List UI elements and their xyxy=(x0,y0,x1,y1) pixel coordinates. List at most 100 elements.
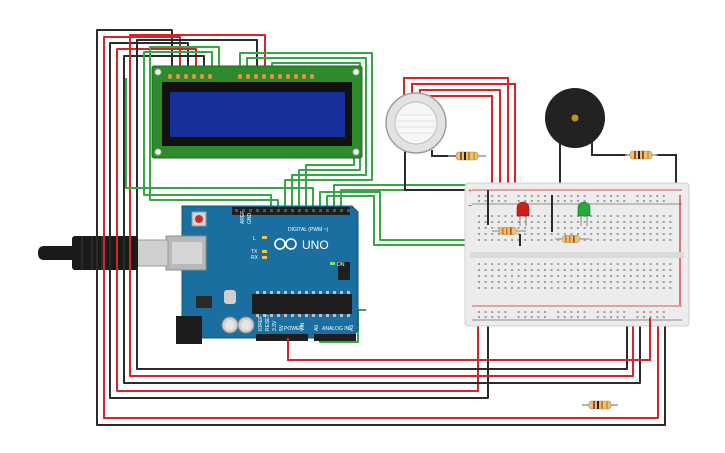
breadboard-hole xyxy=(616,233,619,235)
resistor[interactable] xyxy=(582,400,618,410)
lcd-pin xyxy=(309,73,315,80)
breadboard[interactable]: + − xyxy=(464,182,690,327)
breadboard-hole xyxy=(577,275,579,277)
breadboard-hole xyxy=(596,227,599,229)
lcd-pin xyxy=(167,73,173,80)
gas-sensor[interactable] xyxy=(385,77,516,195)
breadboard-hole xyxy=(491,281,494,283)
header-pin xyxy=(312,209,315,212)
lcd-pin xyxy=(199,73,205,80)
breadboard-holes xyxy=(478,195,672,318)
resistor[interactable] xyxy=(492,227,526,235)
lcd-pin xyxy=(261,73,267,80)
breadboard-hole xyxy=(636,221,639,223)
wire-green[interactable] xyxy=(239,52,373,210)
wire-black[interactable] xyxy=(123,55,641,384)
breadboard-hole xyxy=(511,281,513,283)
breadboard-hole xyxy=(596,263,599,265)
red-led[interactable] xyxy=(516,201,530,226)
breadboard-hole xyxy=(629,215,632,217)
breadboard-hole xyxy=(636,281,639,283)
resistor[interactable] xyxy=(448,151,486,161)
breadboard-hole xyxy=(583,233,586,235)
breadboard-hole xyxy=(649,239,652,241)
rail-hole xyxy=(583,195,586,197)
chip-pin xyxy=(263,314,266,317)
rail-hole xyxy=(524,200,527,202)
wire-green[interactable] xyxy=(246,57,367,210)
chip-pin xyxy=(256,314,259,317)
rail-hole xyxy=(610,311,612,313)
piezo-buzzer[interactable] xyxy=(545,88,677,185)
chip-pin xyxy=(340,314,343,317)
tx-label: TX xyxy=(251,249,258,255)
regulator xyxy=(196,296,212,308)
rail-hole xyxy=(544,200,546,202)
rail-hole xyxy=(557,316,560,318)
wire-green[interactable] xyxy=(143,51,272,210)
lcd-pin xyxy=(191,73,197,80)
breadboard-hole xyxy=(616,221,619,223)
wire-red[interactable] xyxy=(287,318,651,361)
breadboard-hole xyxy=(484,221,487,223)
breadboard-hole xyxy=(583,263,586,265)
usb-cable-ridges xyxy=(81,236,103,270)
breadboard-hole xyxy=(537,263,540,265)
usb-cable[interactable] xyxy=(38,236,169,270)
l-led xyxy=(262,236,267,239)
breadboard-hole xyxy=(478,287,480,289)
wire-green[interactable] xyxy=(149,46,279,210)
rail-hole xyxy=(570,311,573,313)
chip-pin xyxy=(270,314,273,317)
breadboard-hole xyxy=(603,281,606,283)
breadboard-hole xyxy=(491,221,494,223)
rail-hole xyxy=(570,195,573,197)
breadboard-hole xyxy=(497,269,500,271)
breadboard-hole xyxy=(616,215,619,217)
breadboard-hole xyxy=(636,215,639,217)
rail-hole xyxy=(649,200,652,202)
breadboard-hole xyxy=(511,215,513,217)
breadboard-hole xyxy=(636,239,639,241)
breadboard-hole xyxy=(616,269,619,271)
header-pin xyxy=(284,209,287,212)
lcd-display[interactable] xyxy=(151,65,363,159)
breadboard-hole xyxy=(537,281,540,283)
resistor[interactable] xyxy=(555,235,590,243)
arduino-uno[interactable]: UNO DIGITAL (PWM ~) POWER ANALOG IN ON L… xyxy=(165,205,359,344)
breadboard-hole xyxy=(517,263,520,265)
breadboard-hole xyxy=(662,281,665,283)
lcd-pin xyxy=(293,73,299,80)
wire-red[interactable] xyxy=(116,48,479,392)
breadboard-hole xyxy=(511,287,513,289)
breadboard-hole xyxy=(616,275,619,277)
breadboard-hole xyxy=(544,215,546,217)
resistor[interactable] xyxy=(625,150,658,160)
breadboard-hole xyxy=(603,263,606,265)
breadboard-hole xyxy=(478,227,480,229)
breadboard-hole xyxy=(544,221,546,223)
rail-hole xyxy=(563,195,566,197)
wire-red[interactable] xyxy=(129,34,634,377)
green-led[interactable] xyxy=(577,201,591,226)
breadboard-hole xyxy=(662,269,665,271)
capacitor-top xyxy=(225,320,235,330)
breadboard-hole xyxy=(544,275,546,277)
breadboard-hole xyxy=(557,275,560,277)
chip-pin xyxy=(291,314,294,317)
header-pin xyxy=(249,209,252,212)
breadboard-hole xyxy=(603,275,606,277)
chip-pin xyxy=(298,314,301,317)
header-pin xyxy=(256,209,259,212)
a5-label: A5 xyxy=(349,325,355,331)
wire-group-overlay xyxy=(96,230,131,280)
breadboard-hole xyxy=(669,221,672,223)
breadboard-hole xyxy=(557,221,560,223)
wire-green[interactable] xyxy=(125,78,314,210)
breadboard-hole xyxy=(610,287,612,289)
breadboard-hole xyxy=(656,275,659,277)
wire-green[interactable] xyxy=(326,195,560,246)
breadboard-hole xyxy=(603,221,606,223)
reset-button-cap[interactable] xyxy=(195,215,203,223)
